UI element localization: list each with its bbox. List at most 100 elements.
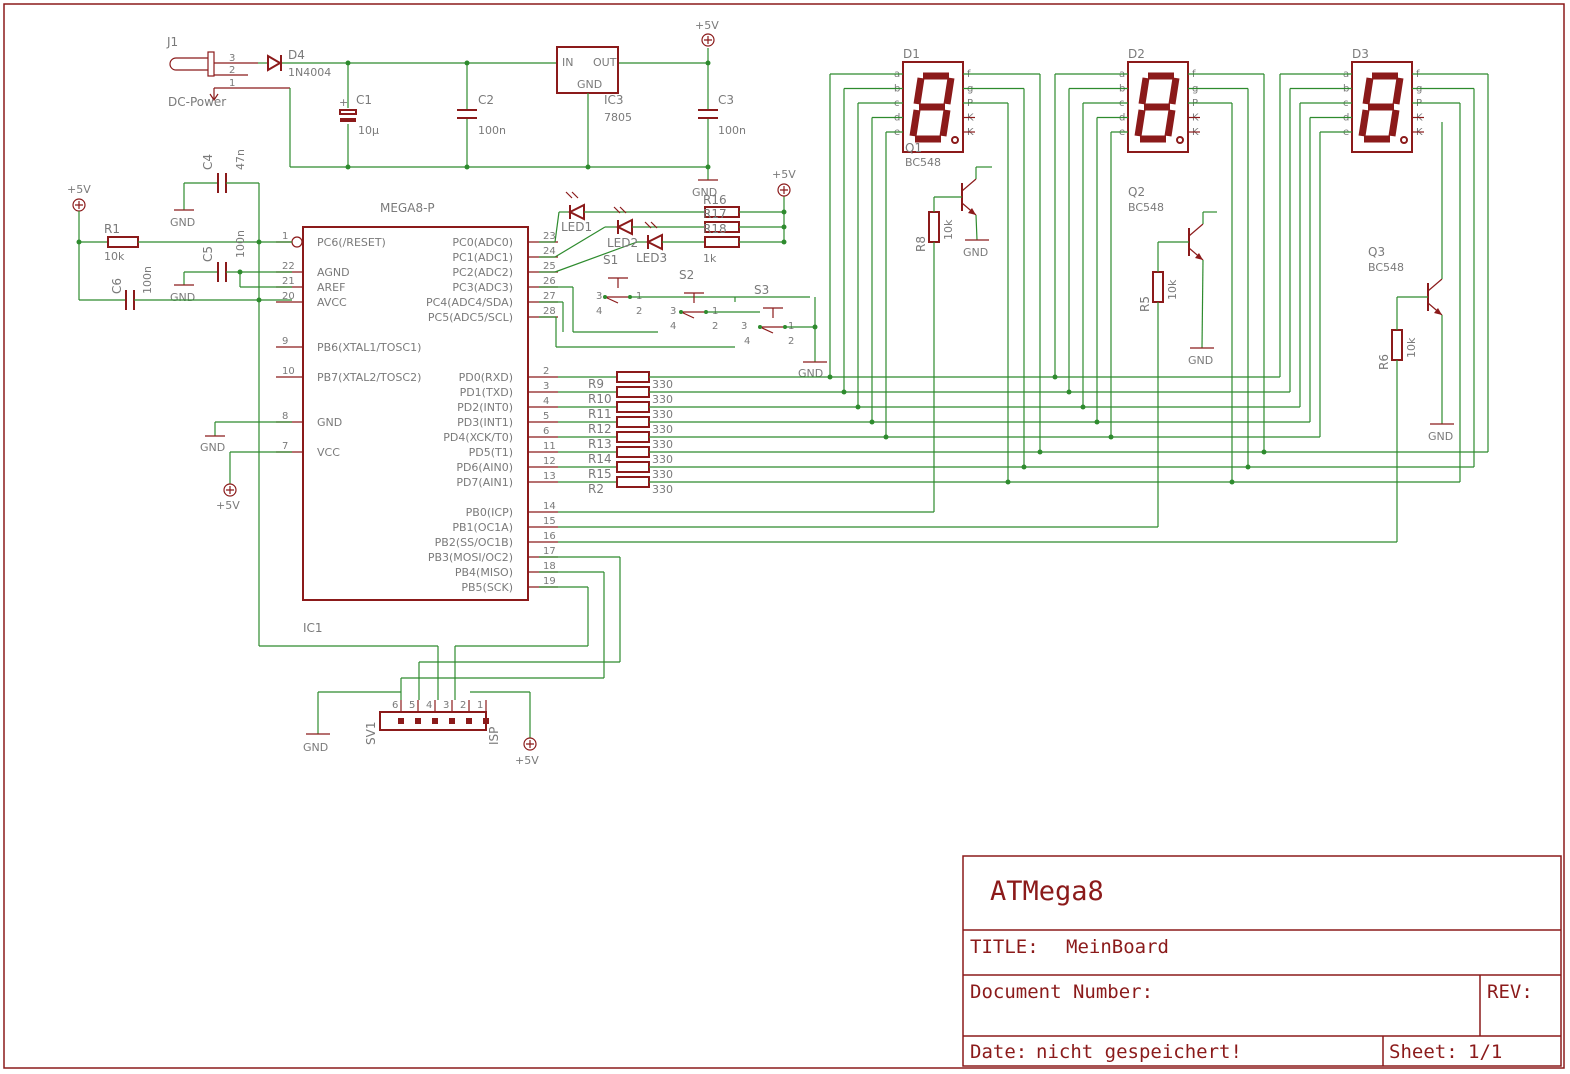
mcu-pin-name-28: PC5(ADC5/SCL) xyxy=(428,311,513,324)
isp-pin-4: 4 xyxy=(426,700,432,711)
mcu-pin-name-21: AREF xyxy=(317,281,345,294)
c4-value: 47n xyxy=(234,149,247,170)
sheet-value: 1/1 xyxy=(1468,1041,1502,1063)
mcu-name: MEGA8-P xyxy=(380,201,435,215)
ic3-value: 7805 xyxy=(604,111,632,124)
svg-text:4: 4 xyxy=(744,336,750,347)
transistor-ref-Q1: Q1 xyxy=(905,141,922,155)
gnd-label-c5: GND xyxy=(170,291,195,304)
gnd-label-Q3: GND xyxy=(1428,430,1453,443)
mcu-pin-name-10: PB7(XTAL2/TOSC2) xyxy=(317,371,421,384)
r18-ref: R18 xyxy=(703,222,727,236)
c2-value: 100n xyxy=(478,124,506,137)
mcu-pin-name-11: PD5(T1) xyxy=(469,446,513,459)
base-res-value-R5: 10k xyxy=(1166,279,1179,300)
transistor-ref-Q3: Q3 xyxy=(1368,245,1385,259)
c5-ref: C5 xyxy=(201,246,215,262)
mcu-pin-num-16: 16 xyxy=(543,531,556,542)
gnd-label-Q2: GND xyxy=(1188,354,1213,367)
display-D3 xyxy=(1351,61,1413,153)
c2-ref: C2 xyxy=(478,93,494,107)
seg-res-value-R11: 330 xyxy=(652,408,673,421)
svg-text:2: 2 xyxy=(636,306,642,317)
svg-text:+: + xyxy=(339,96,348,109)
title-value: MeinBoard xyxy=(1066,936,1169,958)
mcu-pin-num-19: 19 xyxy=(543,576,556,587)
mcu-pin-name-19: PB5(SCK) xyxy=(461,581,513,594)
s1-ref: S1 xyxy=(603,253,618,267)
seg-res-ref-R11: R11 xyxy=(588,407,612,421)
seg-res-value-R12: 330 xyxy=(652,423,673,436)
svg-text:3: 3 xyxy=(596,291,602,302)
d4-ref: D4 xyxy=(288,48,305,62)
vcc-label-leds: +5V xyxy=(772,168,796,181)
mcu-pin-num-13: 13 xyxy=(543,471,556,482)
base-res-ref-R5: R5 xyxy=(1138,296,1152,312)
seg-res-value-R14: 330 xyxy=(652,453,673,466)
power-supply-section: 3 2 1 J1 DC-Power D4 1N4004 + C1 10µ C2 … xyxy=(166,19,746,199)
isp-ref: SV1 xyxy=(364,722,378,745)
svg-text:3: 3 xyxy=(741,321,747,332)
mcu-pin-num-7: 7 xyxy=(282,441,288,452)
document-number-label: Document Number: xyxy=(970,981,1153,1003)
isp-pin-5: 5 xyxy=(409,700,415,711)
seven-seg-digit-icon xyxy=(1134,72,1184,144)
mcu-pin-name-13: PD7(AIN1) xyxy=(456,476,513,489)
svg-text:2: 2 xyxy=(712,321,718,332)
mcu-pin-name-17: PB3(MOSI/OC2) xyxy=(428,551,513,564)
seg-res-value-R13: 330 xyxy=(652,438,673,451)
seg-res-value-R2: 330 xyxy=(652,483,673,496)
mcu-pin-name-3: PD1(TXD) xyxy=(460,386,513,399)
sheet-frame xyxy=(3,3,1565,1069)
mcu-ref: IC1 xyxy=(303,621,323,635)
svg-text:4: 4 xyxy=(670,321,676,332)
date-value: nicht gespeichert! xyxy=(1036,1041,1242,1063)
r1-value: 10k xyxy=(104,250,125,263)
seg-res-ref-R9: R9 xyxy=(588,377,604,391)
rev-label: REV: xyxy=(1487,981,1533,1003)
seg-res-ref-R15: R15 xyxy=(588,467,612,481)
date-label: Date: xyxy=(970,1041,1027,1063)
mcu-pin-num-24: 24 xyxy=(543,246,556,257)
led-res-value: 1k xyxy=(703,252,717,265)
ic3-in-label: IN xyxy=(562,56,573,69)
mcu-pin-num-1: 1 xyxy=(282,231,288,242)
d4-value: 1N4004 xyxy=(288,66,331,79)
gnd-label-c3: GND xyxy=(692,186,717,199)
mcu-pin-num-17: 17 xyxy=(543,546,556,557)
mcu-pin-name-5: PD3(INT1) xyxy=(457,416,513,429)
mcu-pin-num-14: 14 xyxy=(543,501,556,512)
seg-res-ref-R14: R14 xyxy=(588,452,612,466)
mcu-pin-num-25: 25 xyxy=(543,261,556,272)
mcu-pin-num-20: 20 xyxy=(282,291,295,302)
base-res-value-R8: 10k xyxy=(942,219,955,240)
title-label: TITLE: xyxy=(970,936,1039,958)
mcu-pin-num-9: 9 xyxy=(282,336,288,347)
mcu-pin-num-15: 15 xyxy=(543,516,556,527)
mcu-pin-num-27: 27 xyxy=(543,291,556,302)
mcu-pin-name-14: PB0(ICP) xyxy=(466,506,513,519)
led2-ref: LED2 xyxy=(607,236,638,250)
led1-ref: LED1 xyxy=(561,220,592,234)
vcc-label-top: +5V xyxy=(695,19,719,32)
project-name: ATMega8 xyxy=(990,876,1104,907)
c3-value: 100n xyxy=(718,124,746,137)
mcu-pin-num-18: 18 xyxy=(543,561,556,572)
mcu-pin-name-7: VCC xyxy=(317,446,340,459)
transistor-type-Q1: BC548 xyxy=(905,156,941,169)
svg-text:1: 1 xyxy=(229,78,235,89)
led3-ref: LED3 xyxy=(636,251,667,265)
gnd-label-isp: GND xyxy=(303,741,328,754)
mcu-pin-num-23: 23 xyxy=(543,231,556,242)
seg-res-value-R15: 330 xyxy=(652,468,673,481)
mcu-pin-name-22: AGND xyxy=(317,266,350,279)
sheet-label: Sheet: xyxy=(1389,1041,1458,1063)
transistor-ref-Q2: Q2 xyxy=(1128,185,1145,199)
c1-value: 10µ xyxy=(358,124,379,137)
seg-res-ref-R13: R13 xyxy=(588,437,612,451)
mcu-pin-name-4: PD2(INT0) xyxy=(457,401,513,414)
